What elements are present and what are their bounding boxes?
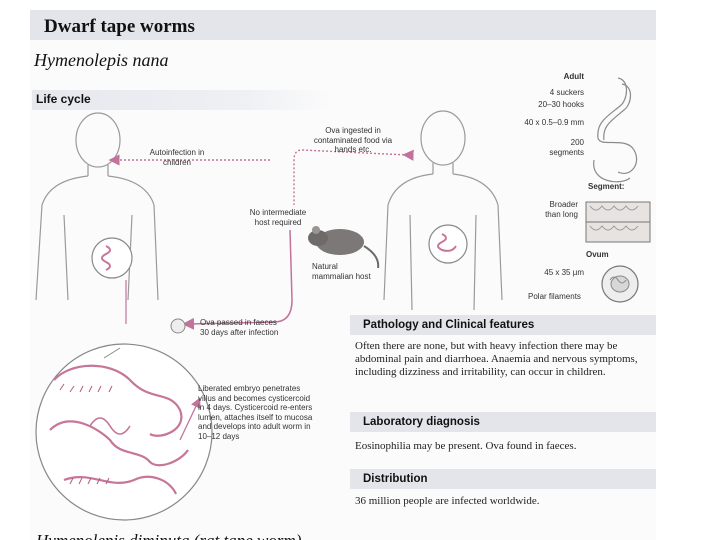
ovum-small-icon xyxy=(170,318,186,334)
next-section-title: Hymenolepis diminuta (rat tape worm) xyxy=(36,531,301,540)
lab-title: Laboratory diagnosis xyxy=(363,416,480,428)
label-liberated-embryo: Liberated embryo penetrates villus and b… xyxy=(198,384,313,441)
distribution-band xyxy=(350,469,656,489)
distribution-text: 36 million people are infected worldwide… xyxy=(355,495,540,507)
segment-diagram-icon xyxy=(585,201,651,243)
adult-title: Adult xyxy=(563,72,584,81)
ingestion-arrow xyxy=(293,149,414,205)
adult-suckers: 4 suckers xyxy=(549,88,584,97)
pathology-text: Often there are none, but with heavy inf… xyxy=(355,340,638,378)
ovum-diagram-icon xyxy=(601,265,639,303)
worm-in-gut-right-icon xyxy=(437,233,457,252)
ova-passage-arrow xyxy=(182,229,293,330)
adult-size: 40 x 0.5–0.9 mm xyxy=(524,118,584,127)
page: Dwarf tape worms Hymenolepis nana Life c… xyxy=(30,10,656,540)
distribution-title: Distribution xyxy=(363,473,428,485)
intestine-inset-left xyxy=(91,237,133,279)
label-no-intermediate: No intermediate host required xyxy=(249,208,307,227)
life-cycle-band xyxy=(32,90,332,110)
adult-hooks: 20–30 hooks xyxy=(538,100,584,109)
worm-in-gut-left-icon xyxy=(101,245,111,271)
adult-segments: 200 segments xyxy=(549,138,584,157)
ovum-polar: Polar filaments xyxy=(528,292,581,301)
label-natural-host: Natural mammalian host xyxy=(312,262,371,281)
inset-connector xyxy=(103,347,121,359)
adult-worm-diagram-icon xyxy=(593,77,638,183)
pathology-title: Pathology and Clinical features xyxy=(363,319,535,331)
header-band xyxy=(30,10,656,40)
label-ova-ingested: Ova ingested in contaminated food via ha… xyxy=(313,126,393,154)
label-autoinfection: Autoinfection in children xyxy=(149,148,205,167)
ovum-title: Ovum xyxy=(586,250,609,259)
lab-text: Eosinophilia may be present. Ova found i… xyxy=(355,440,577,452)
intestine-inset-right xyxy=(428,224,468,264)
page-title: Dwarf tape worms xyxy=(44,16,195,37)
rat-icon xyxy=(308,226,380,269)
adult-worm-in-villus-icon xyxy=(49,364,189,495)
segment-title: Segment: xyxy=(588,182,625,191)
lab-band xyxy=(350,412,656,432)
species-name: Hymenolepis nana xyxy=(34,50,169,70)
life-cycle-title: Life cycle xyxy=(36,92,91,106)
development-arrow xyxy=(179,397,201,441)
label-ova-passed: Ova passed in faeces 30 days after infec… xyxy=(200,318,279,337)
pathology-band xyxy=(350,315,656,335)
segment-desc: Broader than long xyxy=(545,200,578,219)
human-figure-right-icon xyxy=(383,110,503,311)
ovum-size: 45 x 35 µm xyxy=(544,268,584,277)
life-cycle-illustration xyxy=(35,77,651,521)
